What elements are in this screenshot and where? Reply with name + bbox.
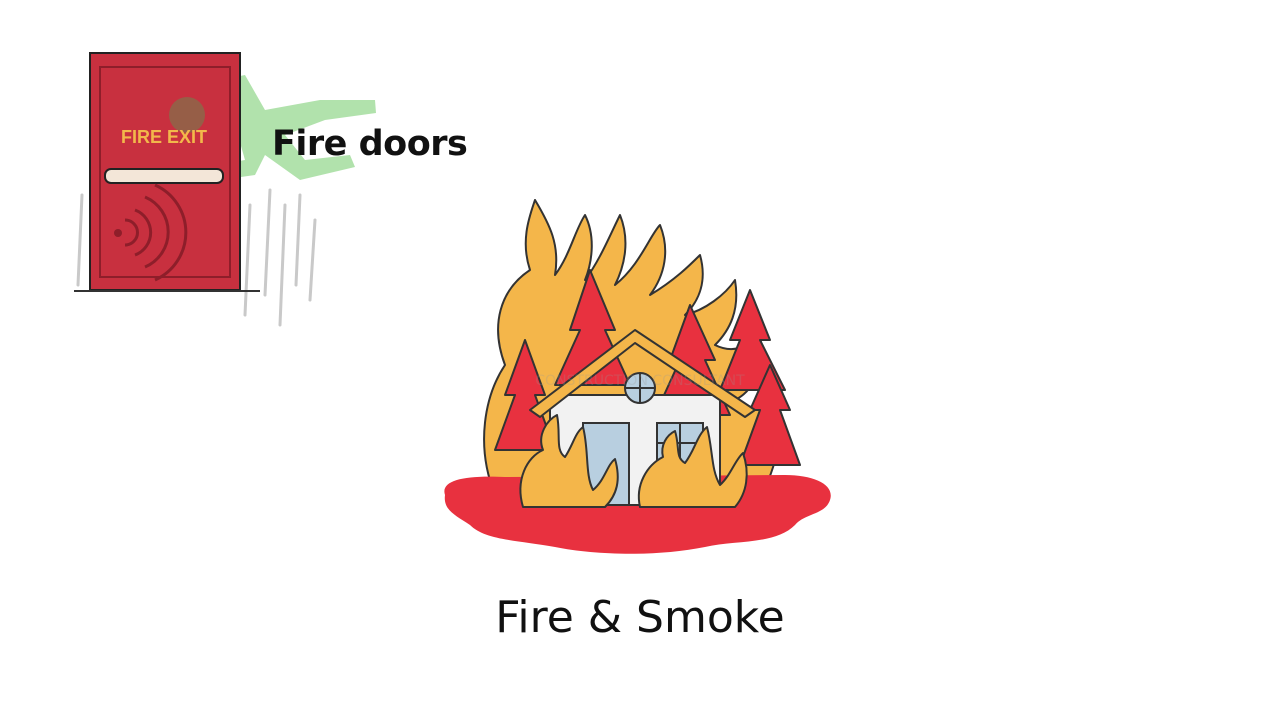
running-figure [215, 75, 376, 180]
push-bar [104, 168, 224, 184]
fire-smoke-caption: Fire & Smoke [495, 592, 785, 643]
fire-exit-door-icon: FIRE EXIT [74, 52, 376, 327]
burning-house-icon: CONSTRUCTION CONSULTANT [444, 199, 831, 554]
watermark: CONSTRUCTION CONSULTANT [535, 373, 745, 389]
foreground-flames [519, 414, 748, 508]
alarm-waves [124, 183, 188, 282]
figure-head [169, 97, 205, 133]
motion-lines [76, 188, 317, 327]
fire-doors-label: Fire doors [272, 124, 468, 164]
house-roof [529, 329, 756, 418]
fire-exit-sign: FIRE EXIT [121, 127, 207, 147]
